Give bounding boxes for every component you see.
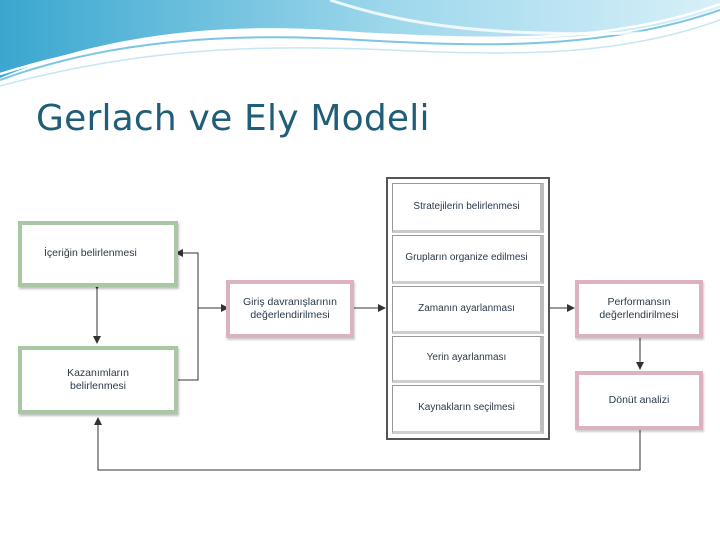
slide-title: Gerlach ve Ely Modeli	[36, 98, 430, 139]
performance-box: Performansın değerlendirilmesi	[575, 280, 703, 338]
arrow-entry-to-content	[175, 249, 230, 309]
content-box: İçeriğin belirlenmesi	[18, 221, 178, 287]
resources-box: Kaynakların seçilmesi	[392, 385, 544, 434]
groups-box: Grupların organize edilmesi	[392, 235, 544, 284]
objectives-box: Kazanımların belirlenmesi	[18, 346, 178, 414]
place-box-label: Yerin ayarlanması	[426, 352, 507, 364]
line-entry-to-objectives	[178, 308, 199, 381]
content-box-label: İçeriğin belirlenmesi	[44, 247, 137, 260]
strategy-box-label: Stratejilerin belirlenmesi	[413, 200, 520, 212]
feedback-box-label: Dönüt analizi	[608, 393, 670, 406]
feedback-box: Dönüt analizi	[575, 371, 703, 430]
header-wave-decoration	[0, 0, 720, 87]
resources-box-label: Kaynakların seçilmesi	[418, 402, 515, 414]
performance-box-label: Performansın değerlendirilmesi	[599, 295, 679, 321]
entry-behavior-box: Giriş davranışlarının değerlendirilmesi	[226, 280, 354, 338]
entry-behavior-box-label: Giriş davranışlarının değerlendirilmesi	[243, 295, 337, 321]
strategy-box: Stratejilerin belirlenmesi	[392, 183, 544, 233]
groups-box-label: Grupların organize edilmesi	[405, 252, 528, 264]
place-box: Yerin ayarlanması	[392, 336, 544, 383]
arrow-feedback-loop	[94, 417, 641, 471]
objectives-box-label: Kazanımların belirlenmesi	[67, 366, 129, 392]
time-box-label: Zamanın ayarlanması	[418, 302, 515, 314]
time-box: Zamanın ayarlanması	[392, 286, 544, 334]
